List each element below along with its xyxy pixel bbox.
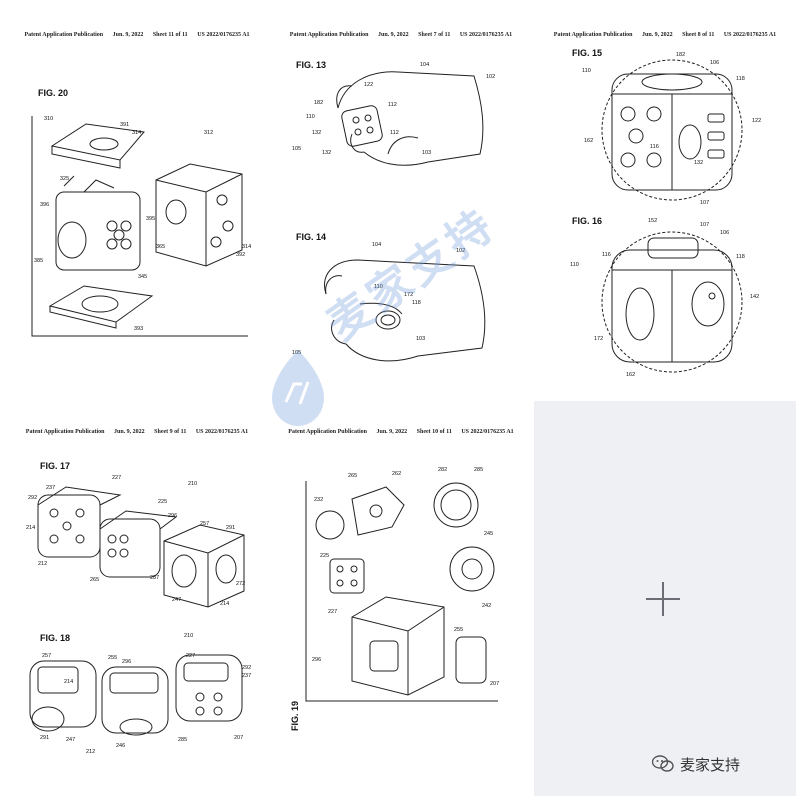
sheet-header: Patent Application Publication Jun. 9, 2… — [553, 32, 777, 38]
fig15-16-drawing — [601, 59, 743, 373]
patent-sheet-fig15-16[interactable]: Patent Application Publication Jun. 9, 2… — [532, 4, 798, 401]
figure-label: FIG. 18 — [40, 633, 71, 643]
fig20-drawing — [31, 116, 248, 337]
wechat-icon — [652, 755, 674, 772]
figure-label: FIG. 13 — [296, 60, 327, 70]
fig17-18-drawing — [29, 486, 245, 736]
fig19-drawing — [305, 481, 498, 702]
figure-label: FIG. 20 — [38, 88, 69, 98]
badge-text: 麦家支持 — [680, 755, 741, 774]
sheet-header: Patent Application Publication Jun. 9, 2… — [24, 32, 250, 38]
sheet-header: Patent Application Publication Jun. 9, 2… — [289, 32, 513, 38]
sheet-header: Patent Application Publication Jun. 9, 2… — [25, 429, 249, 435]
figure-label: FIG. 17 — [40, 461, 71, 471]
figure-label: FIG. 14 — [296, 232, 327, 242]
watermark-logo-icon — [272, 350, 324, 426]
fig13-14-drawing — [324, 71, 486, 362]
figure-label: FIG. 16 — [572, 216, 603, 226]
patent-sheet-fig20[interactable]: Patent Application Publication Jun. 9, 2… — [4, 4, 270, 401]
sheet-header: Patent Application Publication Jun. 9, 2… — [288, 429, 514, 435]
plus-icon[interactable] — [646, 582, 680, 616]
figure-label: FIG. 15 — [572, 48, 603, 58]
source-badge: 麦家支持 — [652, 752, 740, 776]
patent-sheet-fig19[interactable]: Patent Application Publication Jun. 9, 2… — [268, 401, 534, 798]
patent-sheet-fig17-18[interactable]: Patent Application Publication Jun. 9, 2… — [4, 401, 270, 798]
patent-sheet-fig13-14[interactable]: Patent Application Publication Jun. 9, 2… — [268, 4, 534, 401]
